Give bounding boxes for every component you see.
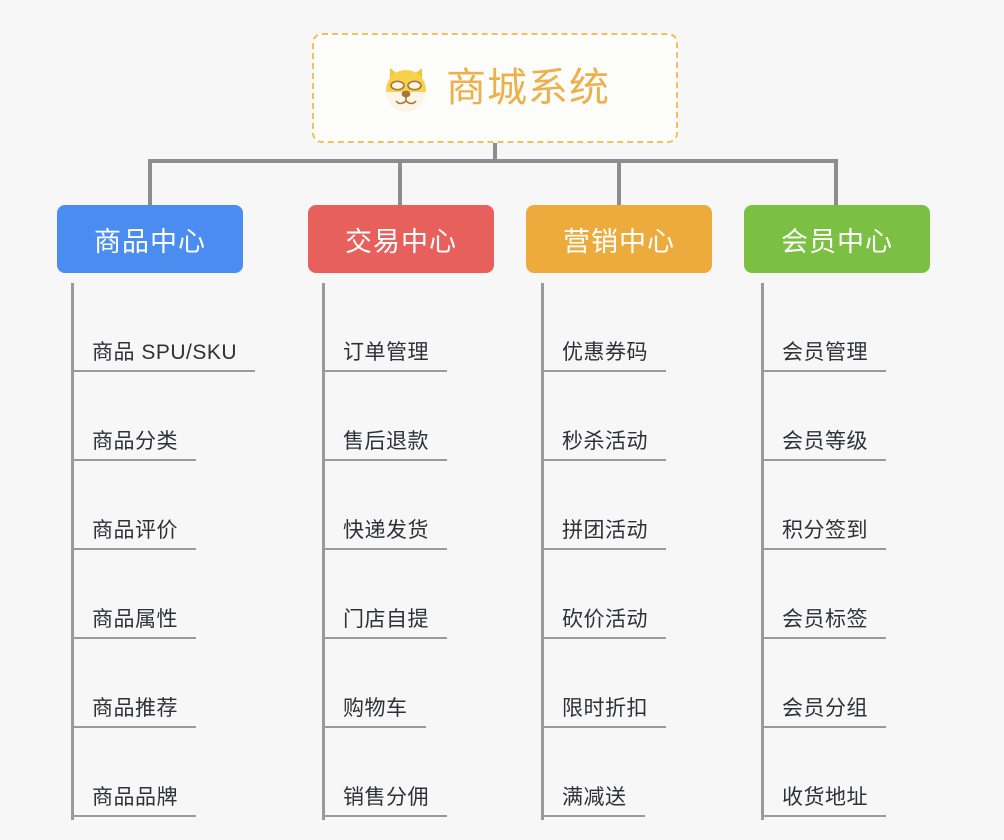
leaf-item-label: 销售分佣 [343,785,429,809]
category-card-title: 交易中心 [345,226,457,257]
leaf-item-label: 购物车 [343,696,408,720]
leaf-item-label: 满减送 [562,785,627,809]
leaf-item[interactable]: 商品分类 [74,372,196,461]
leaf-item[interactable]: 商品评价 [74,461,196,550]
category-card-product-center[interactable]: 商品中心 [57,205,243,273]
connector-drop-trade-center [398,159,402,205]
leaf-trunk-line [761,283,764,820]
connector-horizontal-bus [148,159,838,163]
leaf-trunk-line [541,283,544,820]
leaf-item[interactable]: 满减送 [544,728,645,817]
leaf-item-label: 售后退款 [343,429,429,453]
leaf-item-label: 商品品牌 [92,785,178,809]
leaf-item-label: 商品推荐 [92,696,178,720]
leaf-item-label: 拼团活动 [562,518,648,542]
leaf-item[interactable]: 收货地址 [764,728,886,817]
leaf-item[interactable]: 优惠券码 [544,283,666,372]
root-node-title: 商城系统 [446,66,610,110]
leaf-item-label: 砍价活动 [562,607,648,631]
leaf-item[interactable]: 快递发货 [325,461,447,550]
leaf-item-label: 商品 SPU/SKU [92,340,238,364]
leaf-item-label: 商品评价 [92,518,178,542]
leaf-item[interactable]: 销售分佣 [325,728,447,817]
shiba-dog-face-icon [380,62,432,114]
leaf-item[interactable]: 限时折扣 [544,639,666,728]
leaf-item[interactable]: 拼团活动 [544,461,666,550]
leaf-item[interactable]: 订单管理 [325,283,447,372]
connector-drop-member-center [834,159,838,205]
leaf-item-label: 商品属性 [92,607,178,631]
leaf-item-label: 限时折扣 [562,696,648,720]
leaf-item[interactable]: 商品 SPU/SKU [74,283,256,372]
leaf-item[interactable]: 商品推荐 [74,639,196,728]
leaf-item-label: 快递发货 [343,518,429,542]
category-card-member-center[interactable]: 会员中心 [744,205,930,273]
category-card-trade-center[interactable]: 交易中心 [308,205,494,273]
leaf-item-label: 会员管理 [782,340,868,364]
connector-drop-product-center [148,159,152,205]
leaf-item-label: 商品分类 [92,429,178,453]
leaf-item-label: 订单管理 [343,340,429,364]
leaf-item[interactable]: 会员管理 [764,283,886,372]
leaf-item[interactable]: 商品品牌 [74,728,196,817]
leaf-item[interactable]: 积分签到 [764,461,886,550]
leaf-item-label: 积分签到 [782,518,868,542]
connector-drop-marketing-center [617,159,621,205]
leaf-item[interactable]: 砍价活动 [544,550,666,639]
leaf-item[interactable]: 会员分组 [764,639,886,728]
leaf-trunk-line [322,283,325,820]
leaf-item-label: 会员标签 [782,607,868,631]
leaf-item[interactable]: 门店自提 [325,550,447,639]
connector-root-stem [493,143,497,163]
category-card-title: 营销中心 [563,226,675,257]
leaf-item[interactable]: 售后退款 [325,372,447,461]
leaf-item[interactable]: 会员等级 [764,372,886,461]
leaf-trunk-line [71,283,74,820]
leaf-item[interactable]: 会员标签 [764,550,886,639]
leaf-item[interactable]: 秒杀活动 [544,372,666,461]
leaf-item-label: 会员等级 [782,429,868,453]
leaf-item[interactable]: 购物车 [325,639,426,728]
leaf-item-label: 优惠券码 [562,340,648,364]
leaf-item-label: 会员分组 [782,696,868,720]
category-card-title: 会员中心 [781,226,893,257]
leaf-item-label: 收货地址 [782,785,868,809]
category-card-marketing-center[interactable]: 营销中心 [526,205,712,273]
root-node-mall-system[interactable]: 商城系统 [312,33,678,143]
leaf-item[interactable]: 商品属性 [74,550,196,639]
category-card-title: 商品中心 [94,226,206,257]
leaf-item-label: 门店自提 [343,607,429,631]
leaf-item-label: 秒杀活动 [562,429,648,453]
